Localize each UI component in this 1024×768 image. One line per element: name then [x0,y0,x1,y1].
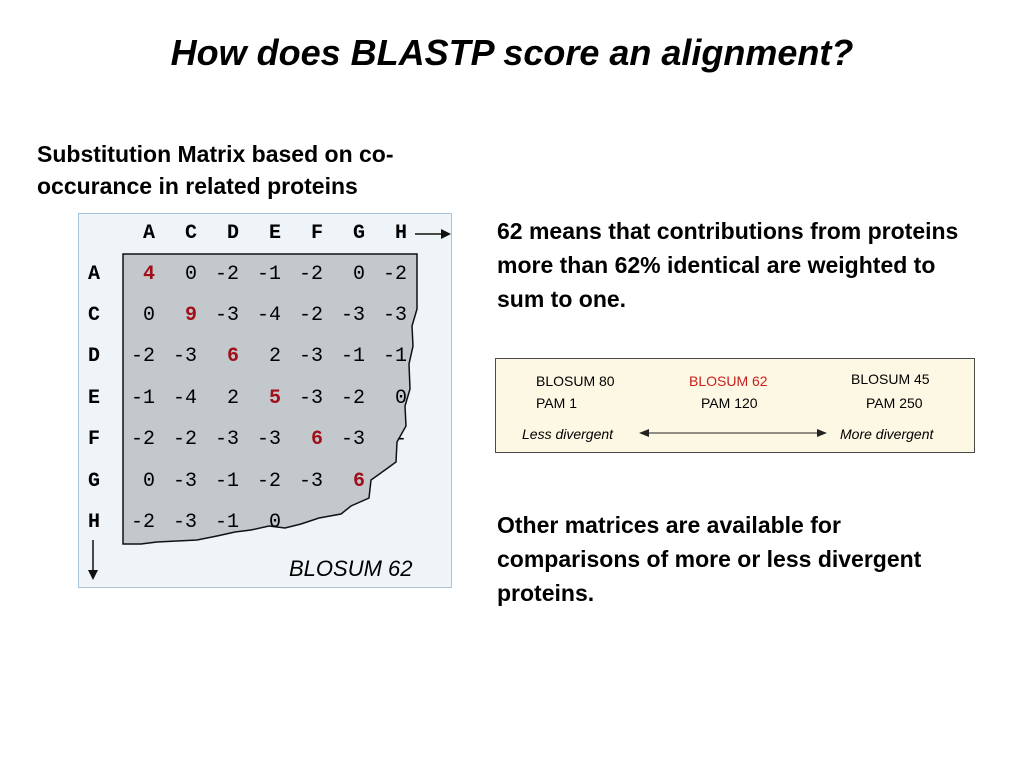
slide-title: How does BLASTP score an alignment? [170,32,854,73]
matrix-cell: -3 [172,511,197,534]
matrix-cell: -2 [172,428,197,451]
blosum45-label: BLOSUM 45 [851,371,930,387]
matrix-cell: 6 [310,428,323,451]
matrix-cell: -3 [172,470,197,493]
matrix-cell: -1 [382,345,407,368]
matrix-cell: -4 [256,304,281,327]
row-header-h: H [88,511,101,534]
matrix-cell: -3 [298,345,323,368]
col-header-d: D [227,222,240,245]
matrix-cell: -2 [130,345,155,368]
matrix-cell: 2 [268,345,281,368]
matrix-cell: -3 [340,304,365,327]
matrix-cell: 9 [184,304,197,327]
col-header-c: C [185,222,198,245]
matrix-subtitle: Substitution Matrix based on co-occuranc… [37,141,394,199]
pam250-label: PAM 250 [866,395,923,411]
row-header-c: C [88,304,101,327]
less-divergent-label: Less divergent [522,426,614,442]
matrix-cell: -1 [214,511,239,534]
matrix-cell: 0 [142,304,155,327]
matrix-cell: -2 [340,387,365,410]
matrix-cell: 0 [352,263,365,286]
matrix-cell: - [394,428,407,451]
matrix-cell: 2 [226,387,239,410]
more-divergent-label: More divergent [840,426,934,442]
row-header-g: G [88,470,101,493]
matrix-cell: 5 [268,387,281,410]
matrix-cell: -3 [214,428,239,451]
pam120-label: PAM 120 [701,395,758,411]
matrix-cell: 6 [352,470,365,493]
matrix-cell: -3 [298,470,323,493]
col-header-e: E [269,222,282,245]
weighting-note: 62 means that contributions from protein… [497,218,959,312]
blosum62-label: BLOSUM 62 [689,373,768,389]
matrix-cell: -3 [382,304,407,327]
matrix-cell: -3 [172,345,197,368]
row-header-d: D [88,345,101,368]
matrix-graphic [88,229,451,580]
matrix-cell: 6 [226,345,239,368]
blosum80-label: BLOSUM 80 [536,373,615,389]
matrix-cell: 4 [142,263,155,286]
row-header-a: A [88,263,101,286]
matrix-cell: -1 [340,345,365,368]
matrix-cell: -4 [172,387,197,410]
matrix-cell: 0 [394,387,407,410]
matrix-cell: -3 [214,304,239,327]
matrix-cell: -2 [382,263,407,286]
matrix-cell: 0 [142,470,155,493]
matrix-cell: -2 [214,263,239,286]
matrix-panel-shape [122,253,418,545]
row-arrow-head [88,570,98,580]
column-arrow-head [441,229,451,239]
matrix-cell: 0 [184,263,197,286]
divergence-scale: BLOSUM 80 BLOSUM 62 BLOSUM 45 PAM 1 PAM … [495,358,975,453]
other-matrices-note: Other matrices are available for compari… [497,512,922,606]
matrix-cell: -2 [298,304,323,327]
matrix-cell: -3 [256,428,281,451]
matrix-cell: -3 [340,428,365,451]
row-header-f: F [88,428,101,451]
divergence-arrow [639,429,827,437]
matrix-cell: -2 [130,511,155,534]
matrix-cell: -1 [130,387,155,410]
pam1-label: PAM 1 [536,395,577,411]
matrix-cell: 0 [268,511,281,534]
matrix-name-label: BLOSUM 62 [289,556,413,581]
matrix-cell: -3 [298,387,323,410]
matrix-cell: -2 [130,428,155,451]
matrix-cell: -1 [214,470,239,493]
col-header-h: H [395,222,408,245]
matrix-cell: -2 [298,263,323,286]
col-header-a: A [143,222,156,245]
matrix-cell: -2 [256,470,281,493]
col-header-f: F [311,222,324,245]
col-header-g: G [353,222,366,245]
matrix-cell: -1 [256,263,281,286]
row-header-e: E [88,387,101,410]
